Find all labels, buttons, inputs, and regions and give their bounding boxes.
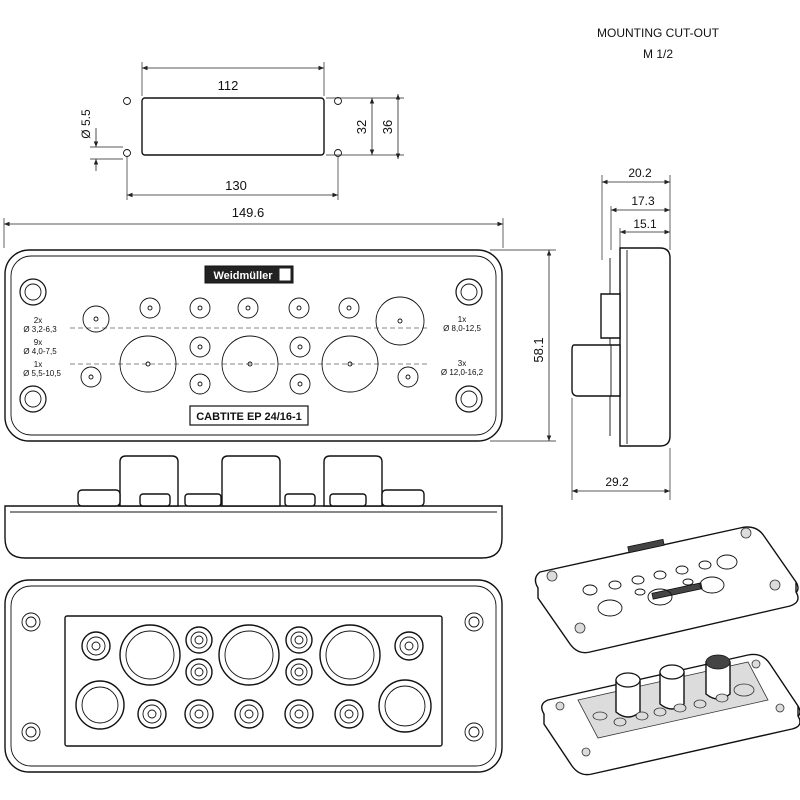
brand-plate bbox=[204, 265, 294, 284]
iso-view-front bbox=[534, 526, 799, 654]
front-plate-inner bbox=[10, 255, 497, 436]
front-height-label: 58.1 bbox=[531, 337, 546, 362]
product-label: CABTITE EP 24/16-1 bbox=[196, 411, 302, 423]
legend-left-range-1: Ø 3,2-6,3 bbox=[23, 325, 57, 334]
mounting-hole-bl bbox=[123, 149, 131, 157]
rear-plate-inner bbox=[10, 585, 497, 767]
side-insert-upper bbox=[600, 293, 621, 339]
legend-left-qty-2: 9x bbox=[34, 338, 42, 347]
mounting-hole-tr bbox=[334, 97, 342, 105]
front-width-label: 149.6 bbox=[232, 205, 265, 220]
legend-right-qty-2: 3x bbox=[458, 359, 466, 368]
side-dim-b-label: 17.3 bbox=[631, 194, 655, 208]
side-gland bbox=[571, 344, 621, 397]
legend-right-range-1: Ø 8,0-12,5 bbox=[443, 324, 481, 333]
front-view: 149.6 58.1 Weidmüller CABTITE EP 24/16-1… bbox=[3, 205, 556, 442]
legend-left-range-2: Ø 4,0-7,5 bbox=[23, 347, 57, 356]
side-depth-label: 29.2 bbox=[605, 475, 629, 489]
rear-view bbox=[4, 579, 503, 773]
iso-front-brand bbox=[627, 538, 665, 554]
hole-spacing-label: 130 bbox=[225, 178, 247, 193]
legend-right-range-2: Ø 12,0-16,2 bbox=[441, 368, 484, 377]
legend-left-range-3: Ø 5,5-10,5 bbox=[23, 369, 61, 378]
cutout-size: M 1/2 bbox=[643, 47, 673, 61]
left-legend: 2x Ø 3,2-6,3 9x Ø 4,0-7,5 1x Ø 5,5-10,5 bbox=[23, 316, 61, 378]
iso-front-product bbox=[651, 582, 703, 600]
height-inner-label: 32 bbox=[354, 120, 369, 134]
legend-right-qty-1: 1x bbox=[458, 315, 466, 324]
product-plate bbox=[189, 405, 309, 426]
height-outer-label: 36 bbox=[380, 120, 395, 134]
side-view: 20.2 17.3 15.1 29.2 bbox=[571, 166, 671, 500]
profile-base bbox=[4, 505, 503, 559]
mounting-hole-br bbox=[334, 149, 342, 157]
side-dim-c-label: 15.1 bbox=[633, 217, 657, 231]
brand-label: Weidmüller bbox=[213, 270, 273, 282]
cutout-title: MOUNTING CUT-OUT bbox=[597, 26, 720, 40]
mounting-hole-tl bbox=[123, 97, 131, 105]
iso-view-rear bbox=[541, 653, 800, 776]
side-flange bbox=[619, 247, 671, 447]
right-legend: 1x Ø 8,0-12,5 3x Ø 12,0-16,2 bbox=[441, 315, 484, 377]
front-grommets bbox=[70, 296, 430, 395]
cutout-rectangle bbox=[141, 97, 325, 156]
bottom-profile-view bbox=[4, 455, 503, 559]
rear-grommets bbox=[75, 624, 432, 733]
brand-logo bbox=[278, 267, 292, 282]
side-dim-a-label: 20.2 bbox=[628, 166, 652, 180]
front-corner-holes bbox=[19, 278, 483, 413]
hole-dia-label: Ø 5.5 bbox=[79, 109, 93, 139]
front-plate-outer bbox=[4, 249, 503, 442]
cutout-view: 112 130 32 36 Ø 5.5 bbox=[79, 62, 404, 200]
cutout-width-label: 112 bbox=[218, 78, 239, 93]
legend-left-qty-3: 1x bbox=[34, 360, 42, 369]
legend-left-qty-1: 2x bbox=[34, 316, 42, 325]
cutout-title-block: MOUNTING CUT-OUT M 1/2 bbox=[597, 26, 720, 61]
